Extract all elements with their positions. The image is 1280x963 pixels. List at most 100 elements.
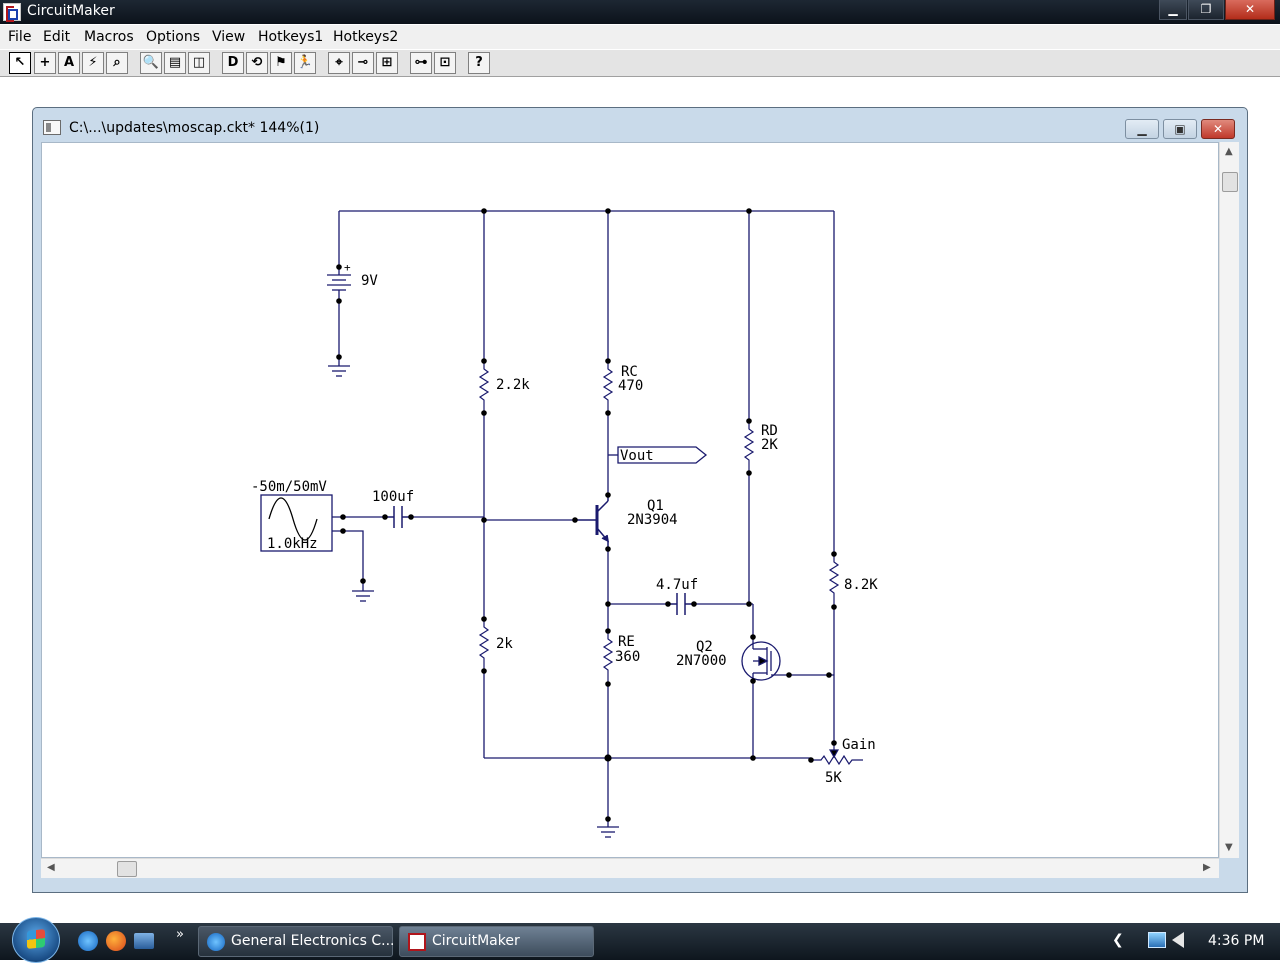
document-icon[interactable] — [43, 120, 61, 135]
rc-name: RC — [621, 364, 638, 380]
probe-icon[interactable]: ⚡ — [82, 52, 104, 74]
r3-value: 8.2K — [844, 577, 878, 593]
start-button[interactable] — [12, 917, 60, 963]
help-icon[interactable]: ? — [468, 52, 490, 74]
taskbar-item-circuitmaker[interactable]: CircuitMaker — [399, 926, 594, 957]
clock[interactable]: 4:36 PM — [1208, 933, 1265, 949]
analysis-icon[interactable]: ⊶ — [410, 52, 432, 74]
ground-main — [597, 819, 619, 838]
waveform-icon[interactable]: ⊞ — [376, 52, 398, 74]
schematic-canvas[interactable]: + 9V -50m/50mV 1.0kHz — [41, 142, 1219, 858]
menu-edit[interactable]: Edit — [43, 29, 71, 45]
scroll-down-arrow[interactable]: ▼ — [1225, 842, 1233, 853]
scroll-up-arrow[interactable]: ▲ — [1225, 146, 1233, 157]
ground-source — [352, 581, 374, 602]
scroll-right-arrow[interactable]: ▶ — [1203, 862, 1211, 873]
resistor-rd[interactable] — [743, 421, 755, 473]
step-icon[interactable]: ⚑ — [270, 52, 292, 74]
toolbar: ↖ + A ⚡ ⌕ 🔍 ▤ ◫ D ⟲ ⚑ 🏃 ⌖ ⊸ ⊞ ⊶ ⊡ ? — [0, 50, 1280, 77]
q2-name: Q2 — [696, 639, 713, 655]
transistor-q1[interactable] — [575, 495, 609, 549]
zoom-icon[interactable]: 🔍 — [140, 52, 162, 74]
q1-name: Q1 — [647, 498, 664, 514]
resistor-r2[interactable] — [478, 619, 490, 671]
battery-9v[interactable] — [327, 267, 351, 301]
document-titlebar[interactable]: C:\...\updates\moscap.ckt* 144%(1) ▁ ▣ ✕ — [33, 108, 1247, 142]
menu-options[interactable]: Options — [146, 29, 201, 45]
arrow-select-icon[interactable]: ↖ — [9, 52, 31, 74]
document-maximize-button[interactable]: ▣ — [1163, 119, 1197, 139]
pot-name: Gain — [842, 737, 876, 753]
wires — [332, 210, 835, 819]
r2-value: 2k — [496, 636, 513, 652]
resistor-r1[interactable] — [478, 361, 490, 413]
vertical-scrollbar[interactable]: ▲ ▼ — [1219, 142, 1239, 858]
pot-value: 5K — [825, 770, 842, 786]
wire-cross-icon[interactable]: + — [34, 52, 56, 74]
c2-value: 4.7uf — [656, 577, 698, 593]
mosfet-q2[interactable] — [741, 637, 789, 681]
junction-dots — [336, 208, 837, 822]
vout-label-box[interactable] — [617, 446, 708, 464]
document-minimize-button[interactable]: ▁ — [1125, 119, 1159, 139]
mirror-icon[interactable]: ◫ — [188, 52, 210, 74]
app-restore-button[interactable]: ❐ — [1188, 0, 1224, 20]
resistor-r3[interactable] — [828, 554, 840, 607]
panel-icon[interactable]: ⊡ — [434, 52, 456, 74]
taskbar-item-label: General Electronics C... — [231, 933, 395, 949]
app-titlebar: CircuitMaker ▁ ❐ ✕ — [0, 0, 1280, 24]
menu-hotkeys1[interactable]: Hotkeys1 — [258, 29, 324, 45]
re-value: 360 — [615, 649, 640, 665]
resistor-rc[interactable] — [602, 361, 614, 413]
document-close-button[interactable]: ✕ — [1201, 119, 1235, 139]
internet-explorer-icon — [207, 933, 225, 951]
circuitmaker-app-icon[interactable] — [3, 3, 21, 22]
text-tool-icon[interactable]: A — [58, 52, 80, 74]
rc-value: 470 — [618, 378, 643, 394]
horizontal-scroll-thumb[interactable] — [117, 861, 137, 877]
device-icon[interactable]: D — [222, 52, 244, 74]
document-title: C:\...\updates\moscap.ckt* 144%(1) — [69, 120, 320, 136]
re-name: RE — [618, 634, 635, 650]
reset-icon[interactable]: ⟲ — [246, 52, 268, 74]
logic-probe-icon[interactable]: ⌖ — [328, 52, 350, 74]
app-close-button[interactable]: ✕ — [1225, 0, 1275, 20]
source-frequency: 1.0kHz — [267, 536, 318, 552]
menu-file[interactable]: File — [8, 29, 32, 45]
menu-view[interactable]: View — [212, 29, 246, 45]
taskbar-item-general-electronics[interactable]: General Electronics C... — [198, 926, 395, 957]
menu-hotkeys2[interactable]: Hotkeys2 — [333, 29, 399, 45]
potentiometer-gain[interactable] — [811, 743, 863, 766]
horizontal-scrollbar[interactable]: ◀ ▶ — [41, 858, 1219, 878]
quicklaunch-more-chevron[interactable]: » — [176, 927, 184, 942]
run-icon[interactable]: 🏃 — [294, 52, 316, 74]
circuitmaker-app-icon — [408, 933, 426, 951]
probe-box-icon[interactable]: ⌕ — [106, 52, 128, 74]
menu-macros[interactable]: Macros — [84, 29, 134, 45]
r1-value: 2.2k — [496, 377, 530, 393]
rotate-icon[interactable]: ▤ — [164, 52, 186, 74]
rd-name: RD — [761, 423, 778, 439]
c1-value: 100uf — [372, 489, 414, 505]
app-minimize-button[interactable]: ▁ — [1159, 0, 1187, 20]
show-desktop-icon[interactable] — [134, 933, 154, 949]
scroll-left-arrow[interactable]: ◀ — [47, 862, 55, 873]
internet-explorer-icon[interactable] — [78, 931, 98, 951]
vout-label: Vout — [620, 448, 654, 464]
signal-generator[interactable] — [260, 494, 333, 552]
ground-battery — [328, 357, 350, 377]
rd-value: 2K — [761, 437, 778, 453]
q2-model: 2N7000 — [676, 653, 727, 669]
taskbar: » General Electronics C... CircuitMaker … — [0, 917, 1280, 963]
volume-icon[interactable] — [1172, 932, 1184, 948]
schematic-document-window: C:\...\updates\moscap.ckt* 144%(1) ▁ ▣ ✕ — [32, 107, 1248, 893]
network-icon[interactable] — [1148, 932, 1166, 948]
tray-expand-chevron[interactable]: ❮ — [1112, 932, 1124, 948]
firefox-icon[interactable] — [106, 931, 126, 951]
q1-model: 2N3904 — [627, 512, 678, 528]
vertical-scroll-thumb[interactable] — [1222, 172, 1238, 192]
resistor-re[interactable] — [602, 631, 614, 684]
capacitor-c1[interactable] — [385, 506, 411, 528]
capacitor-c2[interactable] — [668, 593, 694, 615]
trace-icon[interactable]: ⊸ — [352, 52, 374, 74]
